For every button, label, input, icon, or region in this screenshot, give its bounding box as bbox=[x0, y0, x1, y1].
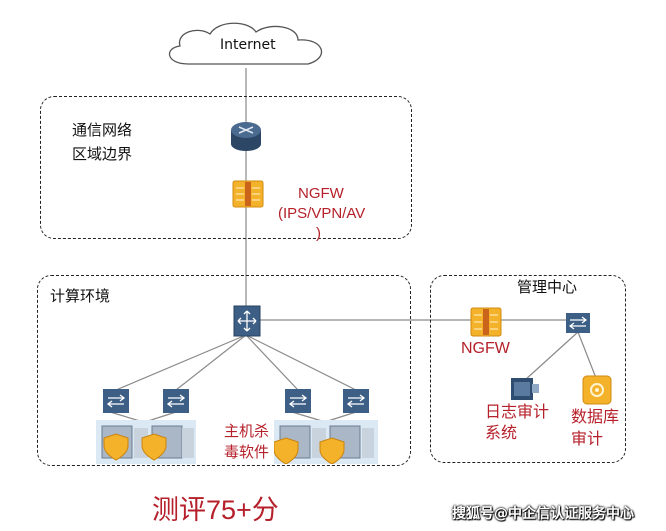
mgmt-ngfw-label: NGFW bbox=[461, 340, 510, 357]
core-switch-icon bbox=[233, 305, 261, 337]
db-link-line bbox=[577, 331, 597, 379]
log-link-line bbox=[524, 331, 579, 381]
log-audit-device-icon bbox=[511, 378, 539, 400]
access-link-line bbox=[245, 334, 357, 391]
internet-cloud-icon bbox=[169, 22, 323, 65]
boundary-ngfw-label: NGFW bbox=[298, 185, 344, 202]
firewall-icon bbox=[470, 307, 502, 337]
management-zone-label: 管理中心 bbox=[517, 278, 578, 296]
access-link-line bbox=[115, 334, 247, 391]
log-audit-label: 日志审计 bbox=[485, 404, 550, 421]
mgmt-switch-icon bbox=[566, 313, 590, 333]
server-group-icon bbox=[96, 420, 196, 464]
compute-zone bbox=[37, 275, 411, 466]
router-icon bbox=[231, 122, 261, 151]
watermark: 搜狐号@中企信认证服务中心 bbox=[452, 506, 634, 522]
boundary-zone bbox=[40, 96, 412, 239]
compute-zone-label: 计算环境 bbox=[50, 287, 111, 305]
boundary-ngfw-features: (IPS/VPN/AV bbox=[278, 205, 366, 222]
db-audit-label: 数据库 bbox=[571, 409, 620, 426]
access-switch-icon bbox=[343, 389, 369, 413]
internet-label: Internet bbox=[220, 37, 276, 53]
score-label: 测评75+分 bbox=[152, 495, 279, 525]
access-link-line bbox=[175, 334, 247, 391]
antivirus-label: 主机杀 bbox=[224, 423, 270, 440]
log-audit-label: 系统 bbox=[485, 425, 518, 442]
firewall-icon bbox=[232, 180, 264, 208]
boundary-ngfw-features-end: ) bbox=[316, 225, 321, 242]
boundary-zone-label: 通信网络 bbox=[72, 121, 133, 139]
db-audit-label: 审计 bbox=[571, 431, 604, 448]
access-link-line bbox=[245, 334, 299, 391]
access-switch-icon bbox=[285, 389, 311, 413]
antivirus-label: 毒软件 bbox=[224, 444, 270, 461]
management-zone bbox=[430, 275, 626, 463]
db-audit-device-icon bbox=[582, 375, 612, 405]
server-group-icon bbox=[274, 420, 378, 464]
access-switch-icon bbox=[103, 389, 129, 413]
access-switch-icon bbox=[163, 389, 189, 413]
boundary-zone-label: 区域边界 bbox=[72, 145, 133, 163]
